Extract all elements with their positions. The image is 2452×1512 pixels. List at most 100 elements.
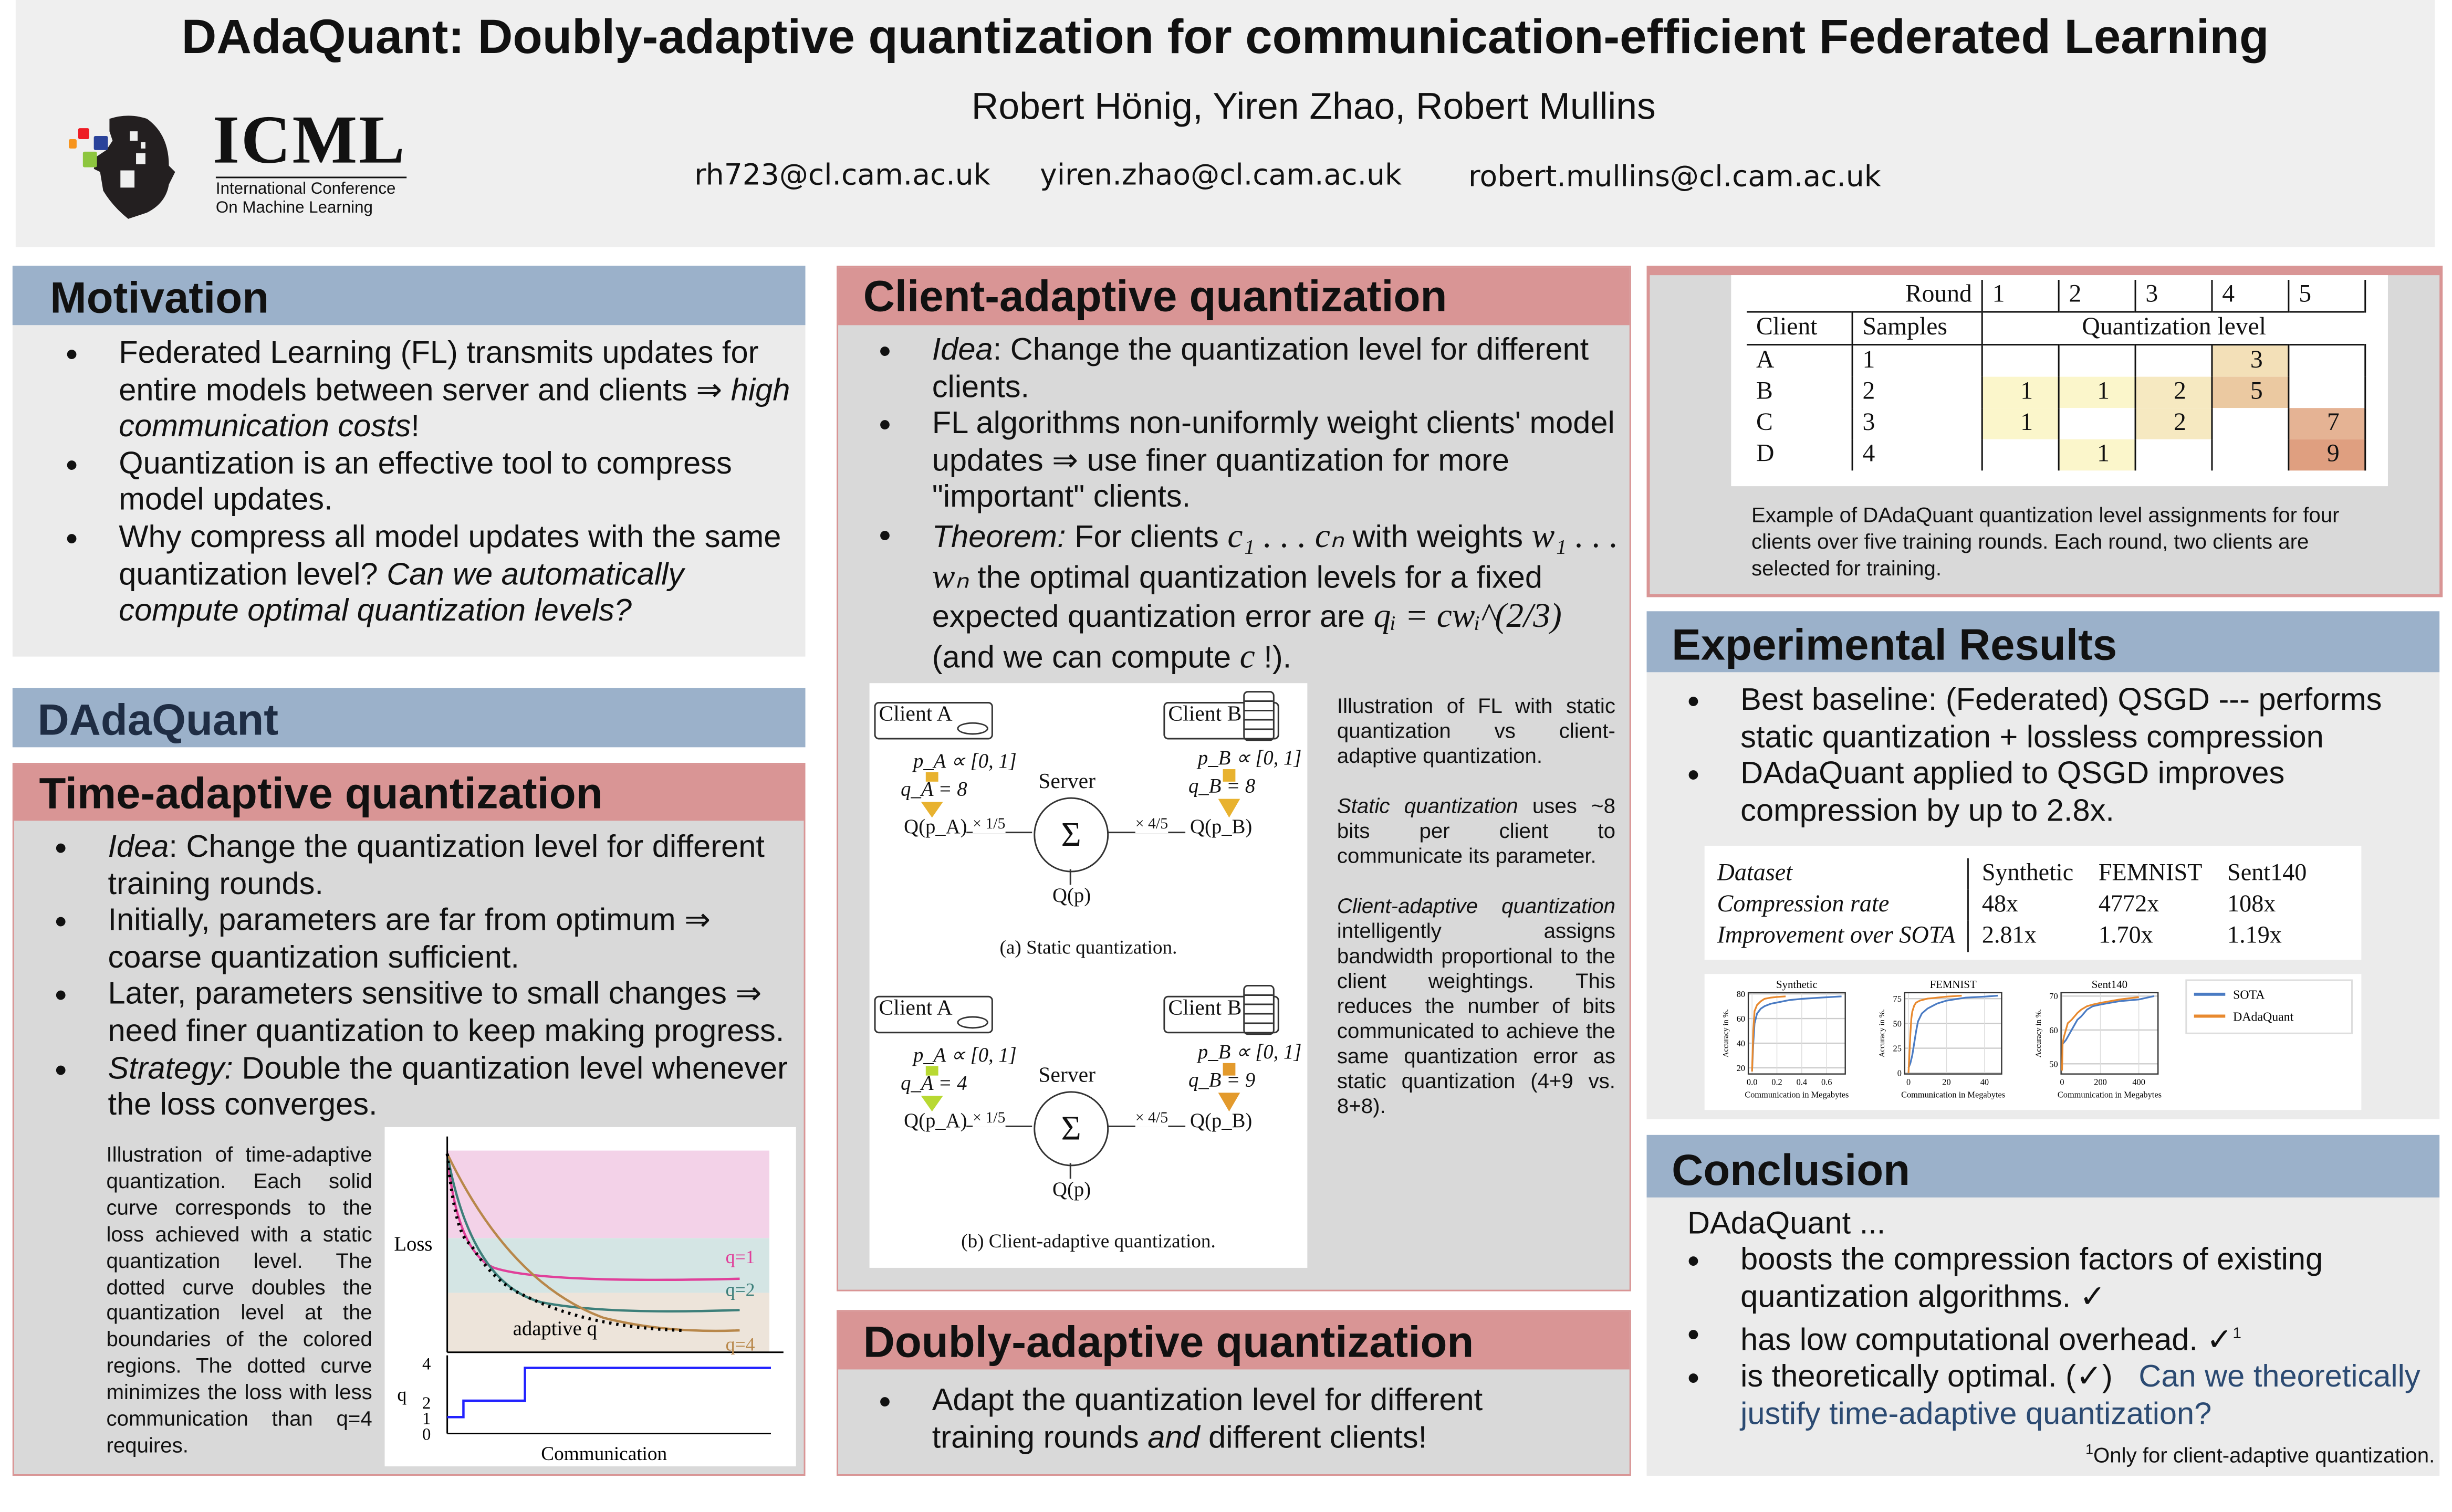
qpb-label: Q(p_B) <box>1190 814 1253 838</box>
logo-divider <box>215 176 407 178</box>
list-item: DAdaQuant applied to QSGD improves compr… <box>1647 757 2429 831</box>
database-icon <box>957 1016 988 1029</box>
level-cell <box>2059 408 2136 439</box>
q-label: q <box>397 1384 406 1405</box>
x-tick-label: 0.0 <box>1747 1077 1757 1087</box>
motivation-list: Federated Learning (FL) transmits update… <box>25 336 799 631</box>
y-tick-label: 75 <box>1893 994 1902 1004</box>
logo-line-1: International Conference <box>215 180 396 199</box>
authors: Robert Hönig, Yiren Zhao, Robert Mullins <box>971 86 1656 129</box>
level-cell: 1 <box>1982 408 2060 439</box>
level-cell <box>2135 344 2213 377</box>
client-a-box: Client A <box>874 701 993 740</box>
example-table-caption: Example of DAdaQuant quantization level … <box>1751 503 2340 580</box>
plot-frame <box>1904 992 2002 1075</box>
level-cell: 9 <box>2288 439 2366 471</box>
qa-marker <box>925 1066 938 1076</box>
email-3[interactable]: robert.mullins@cl.cam.ac.uk <box>1468 161 1881 194</box>
cell: 2.81x <box>1981 922 2037 949</box>
samples-cell: 3 <box>1852 408 1983 439</box>
client-adaptive-header: Client-adaptive quantization <box>838 267 1630 326</box>
time-adaptive-header: Time-adaptive quantization <box>14 764 804 821</box>
y-tick-label: 80 <box>1737 989 1745 999</box>
weight-b: × 4/5 <box>1135 816 1168 834</box>
footnote: 1Only for client-adaptive quantization. <box>2085 1441 2435 1467</box>
level-cell: 1 <box>2059 376 2136 408</box>
motivation-body: Federated Learning (FL) transmits update… <box>12 325 806 657</box>
conclusion-body: DAdaQuant ... boosts the compression fac… <box>1646 1197 2440 1476</box>
diagram-caption: (a) Static quantization. <box>999 936 1177 959</box>
pa-label: p_A ∝ [0, 1] <box>913 749 1017 772</box>
list-item: Strategy: Double the quantization level … <box>14 1052 796 1126</box>
level-cell: 5 <box>2211 376 2290 408</box>
sum-node: Σ <box>1034 797 1109 873</box>
logo-line-2: On Machine Learning <box>215 198 373 217</box>
pb-label: p_B ∝ [0, 1] <box>1197 746 1302 770</box>
round-header: 1 <box>1982 280 2060 312</box>
row-label: Improvement over SOTA <box>1704 920 1970 952</box>
series-line-dadaquant <box>2061 996 2139 1071</box>
x-tick-label: 400 <box>2132 1077 2145 1087</box>
q-tick: 1 <box>422 1410 431 1429</box>
curve-q2 <box>446 1153 740 1312</box>
label-q1: q=1 <box>726 1246 755 1267</box>
pa-label: p_A ∝ [0, 1] <box>913 1043 1017 1066</box>
label-q4: q=4 <box>726 1334 755 1355</box>
list-item: Idea: Change the quantization level for … <box>14 830 796 904</box>
caption-para: Static quantization uses ~8 bits per cli… <box>1337 794 1615 868</box>
conclusion-header: Conclusion <box>1646 1135 2440 1198</box>
level-cell: 1 <box>1982 376 2060 408</box>
qp-label: Q(p) <box>1052 1177 1091 1201</box>
curve-q4 <box>446 1153 740 1332</box>
y-axis-label: Accuracy in %. <box>2034 1009 2043 1057</box>
list-item: Federated Learning (FL) transmits update… <box>25 336 799 447</box>
qpa-label: Q(p_A) <box>904 814 967 838</box>
series-line-dadaquant <box>1751 995 1786 1072</box>
results-list: Best baseline: (Federated) QSGD --- perf… <box>1647 683 2429 831</box>
cell: 1.19x <box>2227 922 2282 949</box>
cell: 1.70x <box>2098 922 2153 949</box>
dadaquant-header: DAdaQuant <box>12 688 806 748</box>
y-tick-label: 50 <box>2049 1059 2058 1069</box>
list-item: Initially, parameters are far from optim… <box>14 904 796 978</box>
doubly-adaptive-header: Doubly-adaptive quantization <box>838 1311 1630 1370</box>
q-tick: 4 <box>422 1354 431 1373</box>
y-tick-label: 40 <box>1737 1038 1745 1048</box>
email-2[interactable]: yiren.zhao@cl.cam.ac.uk <box>1040 159 1402 193</box>
database-icon <box>1243 984 1275 1035</box>
weight-a: × 1/5 <box>973 816 1006 834</box>
time-adaptive-panel: Time-adaptive quantization Idea: Change … <box>12 763 806 1476</box>
list-item: is theoretically optimal. (✓) Can we the… <box>1647 1361 2437 1435</box>
series-line-dadaquant <box>1907 994 1962 1073</box>
x-tick-label: 20 <box>1942 1077 1950 1087</box>
email-1[interactable]: rh723@cl.cam.ac.uk <box>694 159 990 193</box>
region-q2 <box>447 1238 770 1293</box>
subplot-title: Sent140 <box>2092 978 2127 991</box>
level-cell: 7 <box>2288 408 2366 439</box>
x-tick-label: 0 <box>2060 1077 2064 1087</box>
client-adaptive-panel: Client-adaptive quantization Idea: Chang… <box>837 266 1631 1292</box>
communication-label: Communication <box>541 1443 667 1465</box>
server-label: Server <box>1038 1064 1096 1088</box>
y-tick-label: 20 <box>1737 1063 1745 1073</box>
diagram-caption: (b) Client-adaptive quantization. <box>961 1230 1216 1253</box>
client-col-label: Client <box>1747 312 1853 345</box>
figure-side-caption: Illustration of FL with static quantizat… <box>1337 694 1615 1119</box>
y-tick-label: 60 <box>1737 1014 1745 1024</box>
icml-head-icon <box>69 116 175 219</box>
time-adaptive-list: Idea: Change the quantization level for … <box>14 830 796 1125</box>
level-cell <box>2135 439 2213 471</box>
client-cell: A <box>1747 344 1853 377</box>
list-item: Idea: Change the quantization level for … <box>838 333 1620 407</box>
qp-label: Q(p) <box>1052 883 1091 907</box>
cell: 4772x <box>2098 891 2159 918</box>
qa-label: q_A = 4 <box>901 1070 967 1095</box>
client-b-box: Client B <box>1163 984 1279 1035</box>
edge <box>1069 869 1071 885</box>
arrow-down-icon <box>1218 1093 1240 1112</box>
plot-frame <box>2060 992 2159 1075</box>
